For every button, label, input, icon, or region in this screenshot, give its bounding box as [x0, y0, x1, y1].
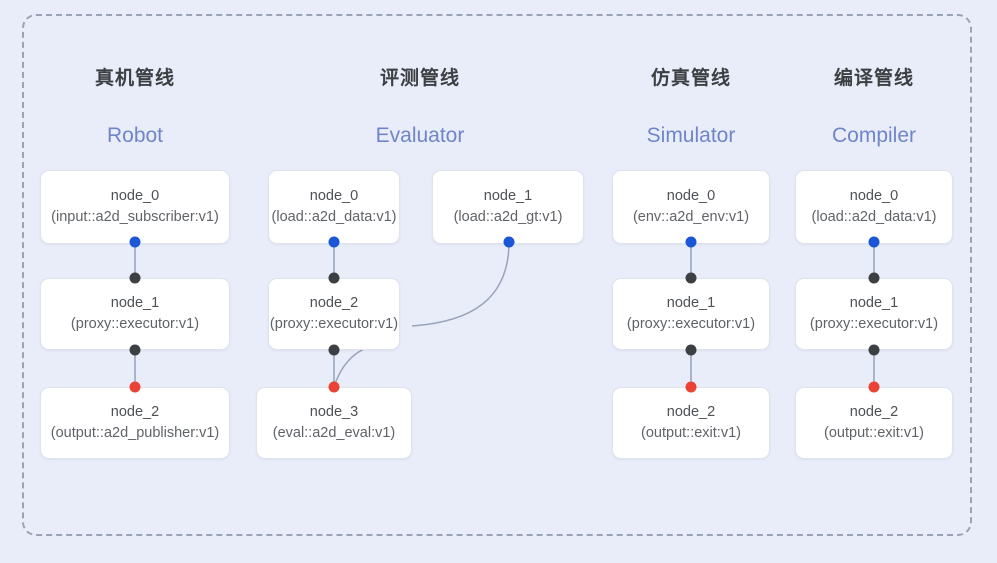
column-title-en-robot: Robot: [106, 124, 164, 147]
column-title-en-evaluator: Evaluator: [375, 124, 465, 147]
node-name: node_1: [110, 294, 160, 311]
column-title-cn-simulator: 仿真管线: [650, 68, 731, 89]
column-title-cn-robot: 真机管线: [94, 68, 175, 89]
port-out-evaluator-2[interactable]: [328, 344, 340, 356]
node-simulator-1[interactable]: node_1 (proxy::executor:v1): [612, 278, 770, 350]
node-spec: (load::a2d_data:v1): [271, 209, 397, 225]
dashed-group-frame: [22, 14, 972, 536]
node-name: node_0: [666, 187, 716, 204]
port-in-compiler-1[interactable]: [868, 272, 880, 284]
node-name: node_2: [849, 403, 899, 420]
column-title-cn-compiler: 编译管线: [833, 68, 914, 89]
node-spec: (load::a2d_gt:v1): [453, 209, 563, 225]
port-in-simulator-1[interactable]: [685, 272, 697, 284]
node-spec: (load::a2d_data:v1): [811, 209, 937, 225]
port-out-evaluator-1[interactable]: [503, 236, 515, 248]
port-in-simulator-2[interactable]: [685, 381, 697, 393]
port-in-evaluator-3[interactable]: [328, 381, 340, 393]
node-spec: (output::exit:v1): [824, 425, 924, 441]
port-out-compiler-0[interactable]: [868, 236, 880, 248]
node-name: node_1: [849, 294, 899, 311]
node-name: node_0: [849, 187, 899, 204]
column-title-en-simulator: Simulator: [646, 124, 736, 147]
node-name: node_3: [309, 403, 359, 420]
node-simulator-0[interactable]: node_0 (env::a2d_env:v1): [612, 170, 770, 244]
node-name: node_2: [309, 294, 359, 311]
node-name: node_1: [666, 294, 716, 311]
port-out-evaluator-0[interactable]: [328, 236, 340, 248]
node-spec: (proxy::executor:v1): [70, 316, 200, 332]
node-name: node_0: [309, 187, 359, 204]
node-compiler-0[interactable]: node_0 (load::a2d_data:v1): [795, 170, 953, 244]
node-compiler-1[interactable]: node_1 (proxy::executor:v1): [795, 278, 953, 350]
port-in-robot-1[interactable]: [129, 272, 141, 284]
node-spec: (proxy::executor:v1): [269, 316, 399, 332]
node-robot-0[interactable]: node_0 (input::a2d_subscriber:v1): [40, 170, 230, 244]
node-spec: (proxy::executor:v1): [626, 316, 756, 332]
node-compiler-2[interactable]: node_2 (output::exit:v1): [795, 387, 953, 459]
node-name: node_0: [110, 187, 160, 204]
column-title-cn-evaluator: 评测管线: [379, 68, 460, 89]
port-in-compiler-2[interactable]: [868, 381, 880, 393]
node-spec: (proxy::executor:v1): [809, 316, 939, 332]
node-spec: (env::a2d_env:v1): [632, 209, 750, 225]
node-evaluator-0[interactable]: node_0 (load::a2d_data:v1): [268, 170, 400, 244]
node-robot-1[interactable]: node_1 (proxy::executor:v1): [40, 278, 230, 350]
port-out-simulator-1[interactable]: [685, 344, 697, 356]
port-out-robot-0[interactable]: [129, 236, 141, 248]
column-title-en-compiler: Compiler: [831, 124, 917, 147]
node-robot-2[interactable]: node_2 (output::a2d_publisher:v1): [40, 387, 230, 459]
node-name: node_1: [483, 187, 533, 204]
port-in-robot-2[interactable]: [129, 381, 141, 393]
node-evaluator-3[interactable]: node_3 (eval::a2d_eval:v1): [256, 387, 412, 459]
node-name: node_2: [110, 403, 160, 420]
node-spec: (output::a2d_publisher:v1): [50, 425, 220, 441]
node-evaluator-2[interactable]: node_2 (proxy::executor:v1): [268, 278, 400, 350]
node-name: node_2: [666, 403, 716, 420]
node-spec: (eval::a2d_eval:v1): [272, 425, 396, 441]
node-evaluator-1[interactable]: node_1 (load::a2d_gt:v1): [432, 170, 584, 244]
port-in-evaluator-2[interactable]: [328, 272, 340, 284]
node-spec: (output::exit:v1): [641, 425, 741, 441]
port-out-compiler-1[interactable]: [868, 344, 880, 356]
port-out-robot-1[interactable]: [129, 344, 141, 356]
node-simulator-2[interactable]: node_2 (output::exit:v1): [612, 387, 770, 459]
node-spec: (input::a2d_subscriber:v1): [51, 209, 219, 225]
port-out-simulator-0[interactable]: [685, 236, 697, 248]
